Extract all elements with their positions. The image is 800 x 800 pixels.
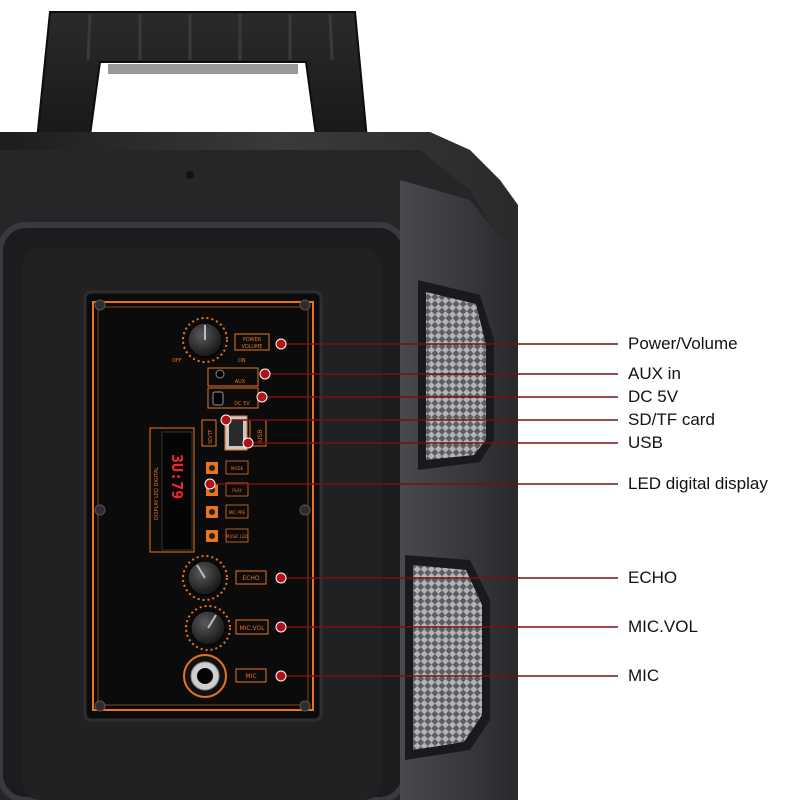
mode-button-label: MODE	[231, 466, 244, 471]
callout-dot-sd-tf-card	[220, 414, 232, 426]
dc-5v-label: DC 5V	[234, 401, 250, 407]
mic-label: MIC	[245, 673, 256, 680]
aux-label: AUX	[235, 379, 246, 385]
callout-dot-mic	[275, 670, 287, 682]
callout-mic-vol: MIC.VOL	[628, 617, 698, 636]
usb-port[interactable]	[224, 415, 267, 451]
callout-dot-dc-5v	[256, 391, 268, 403]
power-volume-label-2: VOLUME	[242, 344, 263, 350]
off-label: OFF	[172, 358, 182, 364]
callout-usb: USB	[628, 433, 663, 452]
usb-label: USB	[257, 430, 264, 442]
mic-vol-knob[interactable]	[185, 605, 231, 651]
callout-lines	[210, 343, 618, 677]
callout-dot-led-display	[204, 478, 216, 490]
callout-dot-mic-vol	[275, 621, 287, 633]
callout-dc-5v: DC 5V	[628, 387, 679, 406]
power-volume-label: POWER	[243, 337, 262, 343]
mic-jack[interactable]	[183, 654, 227, 698]
play-button-label: PLAY	[232, 488, 242, 493]
carry-handle	[34, 11, 370, 151]
mic-vol-label: MIC.VOL	[239, 625, 265, 632]
on-label: ON	[238, 358, 246, 364]
sd-tf-label: SD/TF	[208, 429, 214, 444]
music-led-button-label: MUSIC LED	[226, 534, 248, 539]
callout-dot-power-volume	[275, 338, 287, 350]
led-display	[149, 427, 195, 553]
aux-jack[interactable]	[207, 367, 259, 387]
callout-power-volume: Power/Volume	[628, 334, 738, 353]
control-panel: POWER VOLUME OFF ON AUX DC 5V SD/TF USB	[83, 290, 323, 722]
sd-tf-slot[interactable]	[201, 419, 217, 447]
callout-led-display: LED digital display	[628, 474, 768, 493]
display-side-text: DISPLAY LED DIGITAL	[154, 467, 160, 520]
mic-pre-button[interactable]	[206, 504, 249, 519]
callout-dot-usb	[242, 437, 254, 449]
upper-grip	[418, 280, 494, 470]
callout-sd-tf-card: SD/TF card	[628, 410, 715, 429]
mic-pre-button-label: MIC PRE	[229, 510, 246, 515]
power-volume-knob[interactable]	[182, 317, 228, 363]
callout-dot-echo	[275, 572, 287, 584]
callout-dots	[204, 338, 287, 682]
echo-label: ECHO	[242, 575, 259, 582]
led-readout: 3U:79	[168, 454, 186, 499]
callout-aux-in: AUX in	[628, 364, 681, 383]
callout-echo: ECHO	[628, 568, 678, 587]
callout-mic: MIC	[628, 666, 660, 685]
lower-grip	[405, 555, 490, 760]
callout-dot-aux-in	[259, 368, 271, 380]
echo-knob[interactable]	[182, 555, 228, 601]
mode-button[interactable]	[206, 460, 249, 475]
music-led-button[interactable]	[206, 528, 249, 543]
